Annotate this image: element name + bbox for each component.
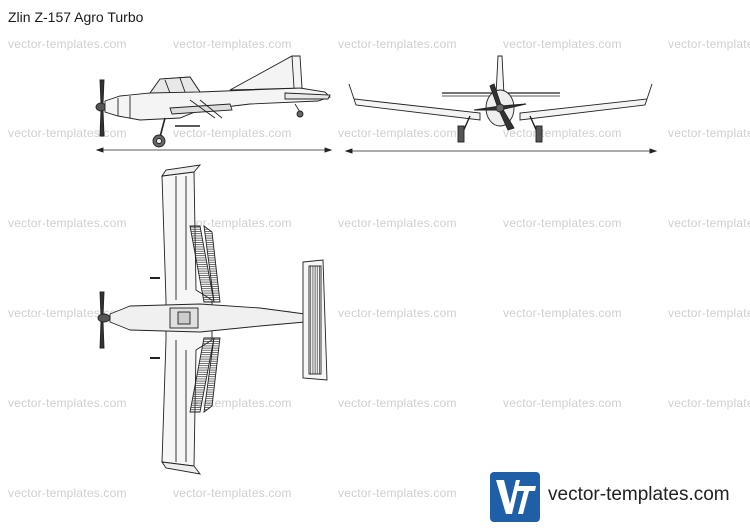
top-view bbox=[97, 164, 328, 475]
watermark-text: vector-templates.com bbox=[668, 126, 750, 140]
vt-logo bbox=[490, 472, 540, 522]
watermark-text: vector-templates.com bbox=[173, 216, 292, 230]
watermark-text: vector-templates.com bbox=[8, 126, 127, 140]
side-view bbox=[95, 55, 333, 153]
watermark-text: vector-templates.com bbox=[173, 126, 292, 140]
watermark-text: vector-templates.com bbox=[338, 306, 457, 320]
watermark-text: vector-templates.com bbox=[668, 37, 750, 51]
watermark-text: vector-templates.com bbox=[503, 126, 622, 140]
watermark-text: vector-templates.com bbox=[338, 216, 457, 230]
watermark-text: vector-templates.com bbox=[338, 396, 457, 410]
brand-text: vector-templates.com bbox=[548, 484, 730, 505]
page-title: Zlin Z-157 Agro Turbo bbox=[8, 9, 144, 25]
watermark-text: vector-templates.com bbox=[668, 306, 750, 320]
watermark-text: vector-templates.com bbox=[8, 486, 127, 500]
watermark-text: vector-templates.com bbox=[8, 396, 127, 410]
watermark-text: vector-templates.com bbox=[8, 306, 127, 320]
watermark-text: vector-templates.com bbox=[173, 37, 292, 51]
watermark-text: vector-templates.com bbox=[8, 216, 127, 230]
watermark-text: vector-templates.com bbox=[668, 216, 750, 230]
watermark-text: vector-templates.com bbox=[503, 216, 622, 230]
watermark-text: vector-templates.com bbox=[503, 306, 622, 320]
watermark-text: vector-templates.com bbox=[338, 126, 457, 140]
watermark-text: vector-templates.com bbox=[503, 37, 622, 51]
front-view bbox=[344, 55, 658, 154]
watermark-text: vector-templates.com bbox=[338, 486, 457, 500]
watermark-text: vector-templates.com bbox=[503, 396, 622, 410]
watermark-text: vector-templates.com bbox=[8, 37, 127, 51]
watermark-text: vector-templates.com bbox=[338, 37, 457, 51]
watermark-text: vector-templates.com bbox=[173, 486, 292, 500]
watermark-text: vector-templates.com bbox=[668, 396, 750, 410]
